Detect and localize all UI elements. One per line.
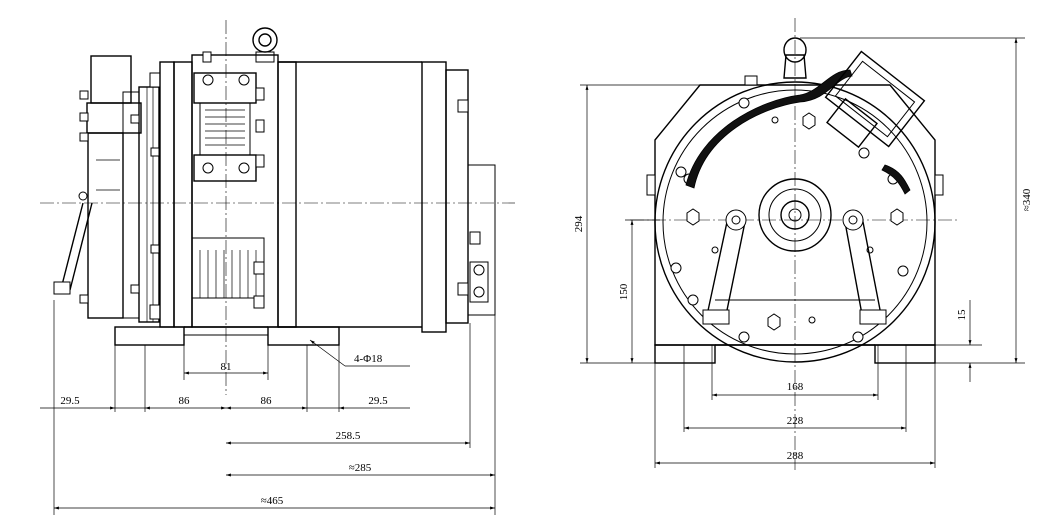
dim-228: 228: [787, 415, 804, 427]
bolt-ring: [670, 97, 909, 343]
brake-assembly: [53, 55, 161, 323]
cable: [685, 69, 853, 189]
brake-arms: [702, 209, 887, 325]
side-dimension-lines: [40, 300, 496, 515]
front-view: 294 150 ≈340 15 168 228 288: [573, 18, 1033, 470]
dim-29-5-left: 29.5: [60, 395, 80, 407]
dim-81: 81: [221, 361, 232, 373]
end-shield-circle: [654, 81, 936, 363]
dim-285: ≈285: [349, 462, 372, 474]
dim-288: 288: [787, 450, 804, 462]
junction-box: [824, 50, 926, 159]
dim-29-5-right: 29.5: [368, 395, 388, 407]
dim-340: ≈340: [1021, 188, 1033, 211]
motor-body: [114, 27, 496, 346]
dim-465: ≈465: [261, 495, 284, 507]
dim-294: 294: [573, 215, 585, 232]
dim-168: 168: [787, 381, 804, 393]
dim-15: 15: [956, 309, 968, 321]
dim-86-right: 86: [261, 395, 273, 407]
dim-86-left: 86: [179, 395, 191, 407]
dim-150: 150: [618, 283, 630, 300]
front-dimension-lines: [580, 37, 1025, 468]
side-view: 81 29.5 86 86 29.5 258.5 ≈285 ≈465 4-Φ18: [40, 20, 515, 515]
hole-callout: 4-Φ18: [354, 353, 383, 365]
dim-258-5: 258.5: [336, 430, 361, 442]
lifting-lug: [783, 54, 807, 79]
